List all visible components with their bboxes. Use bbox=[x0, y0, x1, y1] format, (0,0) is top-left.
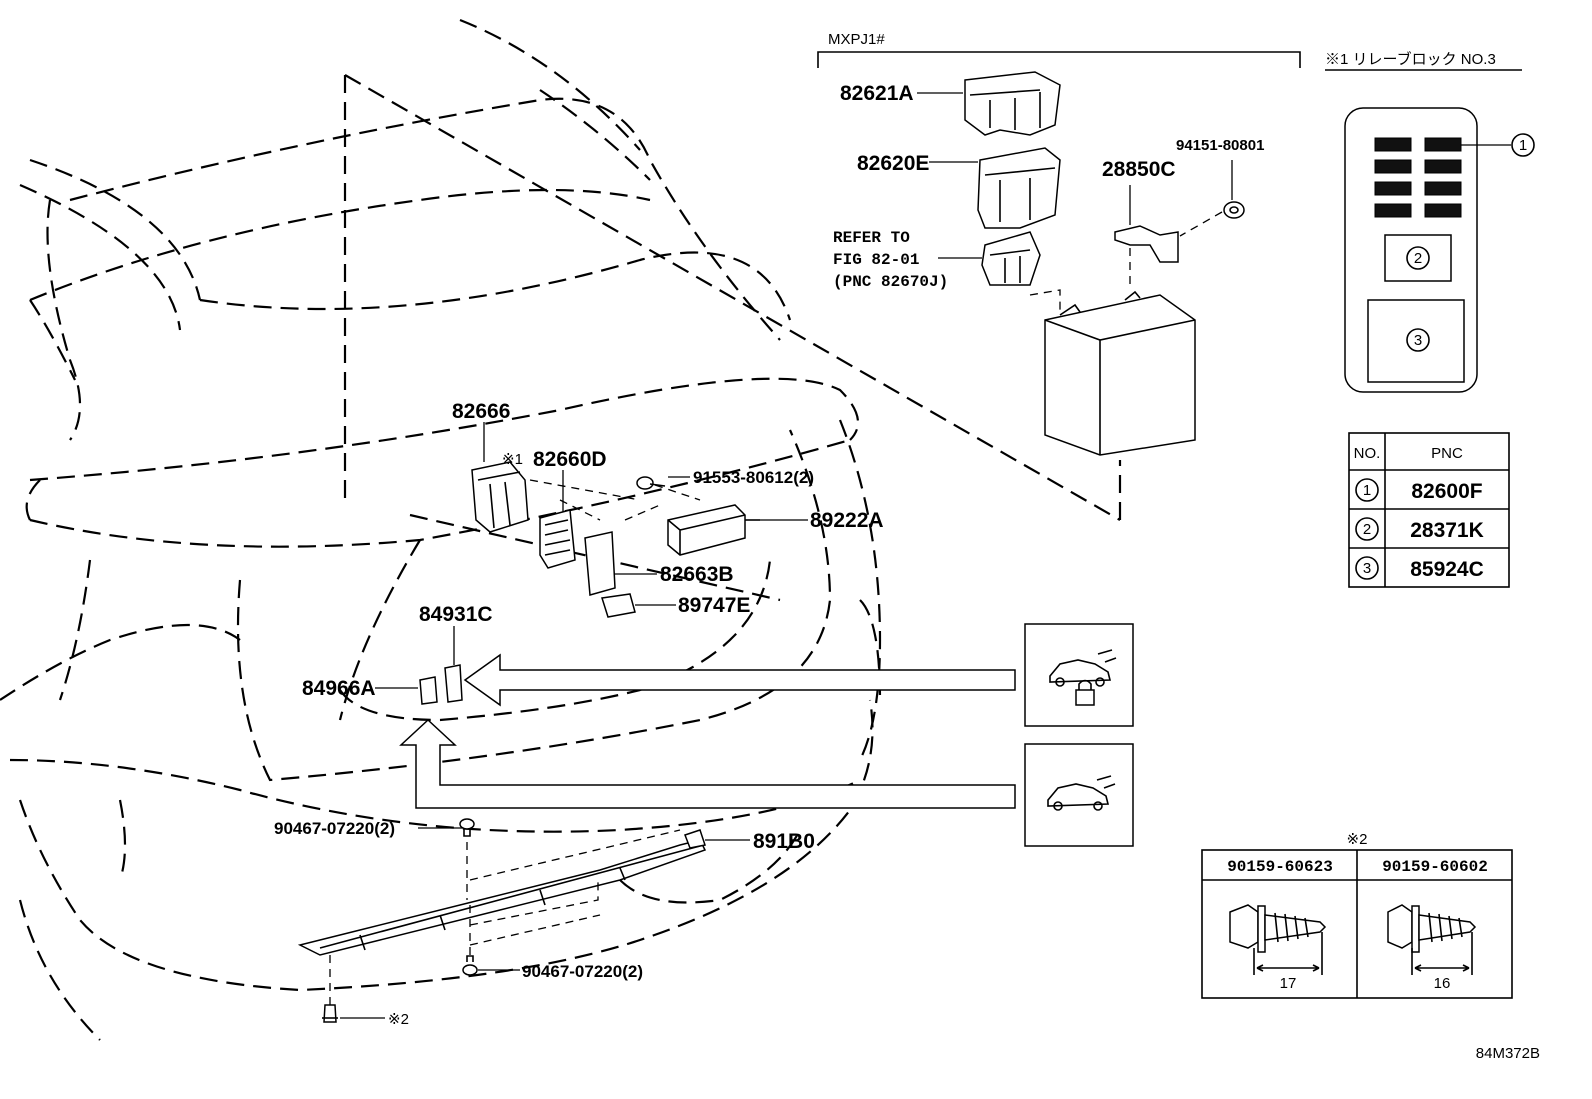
label-82666: 82666 bbox=[452, 400, 510, 423]
relay-circle-1: 1 bbox=[1519, 137, 1527, 154]
ecu-89222a: 89222A bbox=[667, 504, 884, 556]
pnc-row-2-pnc: 28371K bbox=[1410, 519, 1484, 542]
explode-leader-lines bbox=[343, 74, 1122, 602]
relay-block-82620e: 82620E bbox=[857, 147, 1061, 229]
label-82663b: 82663B bbox=[660, 563, 734, 586]
relay-circle-3: 3 bbox=[1414, 332, 1422, 349]
label-84931c: 84931C bbox=[419, 603, 493, 626]
pnc-row-1-pnc: 82600F bbox=[1411, 480, 1482, 503]
refer-line-3: (PNC 82670J) bbox=[833, 273, 948, 291]
screw-col-2-part: 90159-60602 bbox=[1382, 858, 1488, 876]
pnc-header-pnc: PNC bbox=[1431, 445, 1463, 462]
relay-cover-82666: 82666 bbox=[452, 400, 529, 533]
pnc-row-3-no: 3 bbox=[1363, 560, 1371, 577]
note1-mark: ※1 bbox=[502, 451, 523, 468]
refer-line-2: FIG 82-01 bbox=[833, 251, 919, 269]
label-90467-top: 90467-07220(2) bbox=[274, 819, 395, 838]
module-82663b: 82663B bbox=[584, 531, 734, 596]
fusible-link-28850c: 28850C 94151-80801 bbox=[1102, 137, 1264, 290]
relay-bracket-82621a: 82621A bbox=[840, 71, 1061, 136]
label-82620e: 82620E bbox=[857, 152, 929, 175]
label-94151-80801: 94151-80801 bbox=[1176, 137, 1264, 154]
pnc-row-2-no: 2 bbox=[1363, 521, 1371, 538]
label-82660d: 82660D bbox=[533, 448, 607, 471]
battery bbox=[1044, 290, 1196, 456]
clip-90467-top: 90467-07220(2) bbox=[274, 818, 475, 900]
relay-block-note: ※1 リレーブロック NO.3 bbox=[1325, 50, 1496, 68]
screw-col-1-part: 90159-60623 bbox=[1227, 858, 1333, 876]
screw-col-2-length: 16 bbox=[1434, 975, 1451, 992]
relay-circle-2: 2 bbox=[1414, 250, 1422, 267]
label-84966a: 84966A bbox=[302, 677, 376, 700]
vehicle-lock-icon bbox=[1024, 623, 1134, 727]
label-28850c: 28850C bbox=[1102, 158, 1176, 181]
screw-note2: ※2 bbox=[322, 955, 409, 1028]
label-89747e: 89747E bbox=[678, 594, 750, 617]
pnc-table: NO. PNC 1 82600F 2 28371K 3 85924C bbox=[1348, 432, 1510, 588]
label-82621a: 82621A bbox=[840, 82, 914, 105]
sensor-89747e: 89747E bbox=[601, 593, 750, 618]
label-90467-bottom: 90467-07220(2) bbox=[522, 962, 643, 981]
garnish-891b0: 891B0 bbox=[297, 829, 815, 956]
vehicle-icon bbox=[1024, 743, 1134, 847]
pnc-row-1-no: 1 bbox=[1363, 482, 1371, 499]
screw-1-drawing: 17 bbox=[1229, 904, 1327, 992]
vehicle-body-outline bbox=[0, 18, 882, 1041]
clip-90467-bottom: 90467-07220(2) bbox=[462, 905, 643, 981]
arrows bbox=[399, 653, 1016, 809]
screw-2-drawing: 16 bbox=[1387, 904, 1477, 992]
note2-mark: ※2 bbox=[388, 1011, 409, 1028]
pnc-header-no: NO. bbox=[1354, 445, 1381, 462]
label-89222a: 89222A bbox=[810, 509, 884, 532]
relay-block-no3-figure: ※1 リレーブロック NO.3 2 3 1 bbox=[1325, 50, 1535, 393]
label-91553-80612: 91553-80612(2) bbox=[693, 468, 814, 487]
bolt-91553: 91553-80612(2) bbox=[636, 468, 814, 490]
refer-line-1: REFER TO bbox=[833, 229, 910, 247]
screw-table: ※2 90159-60623 90159-60602 17 16 bbox=[1201, 831, 1513, 999]
label-891b0: 891B0 bbox=[753, 830, 815, 853]
mxpj1-bracket: MXPJ1# bbox=[817, 31, 1301, 68]
drawing-id: 84M372B bbox=[1476, 1045, 1540, 1062]
refer-part-82670j: REFER TO FIG 82-01 (PNC 82670J) bbox=[833, 229, 1061, 310]
screw-col-1-length: 17 bbox=[1280, 975, 1297, 992]
screw-table-title: ※2 bbox=[1347, 831, 1368, 848]
pnc-row-3-pnc: 85924C bbox=[1410, 558, 1484, 581]
model-label: MXPJ1# bbox=[828, 31, 885, 48]
switches-84931c-84966a: 84931C 84966A bbox=[302, 603, 493, 705]
relay-block-82660d: ※1 82660D bbox=[502, 448, 607, 569]
